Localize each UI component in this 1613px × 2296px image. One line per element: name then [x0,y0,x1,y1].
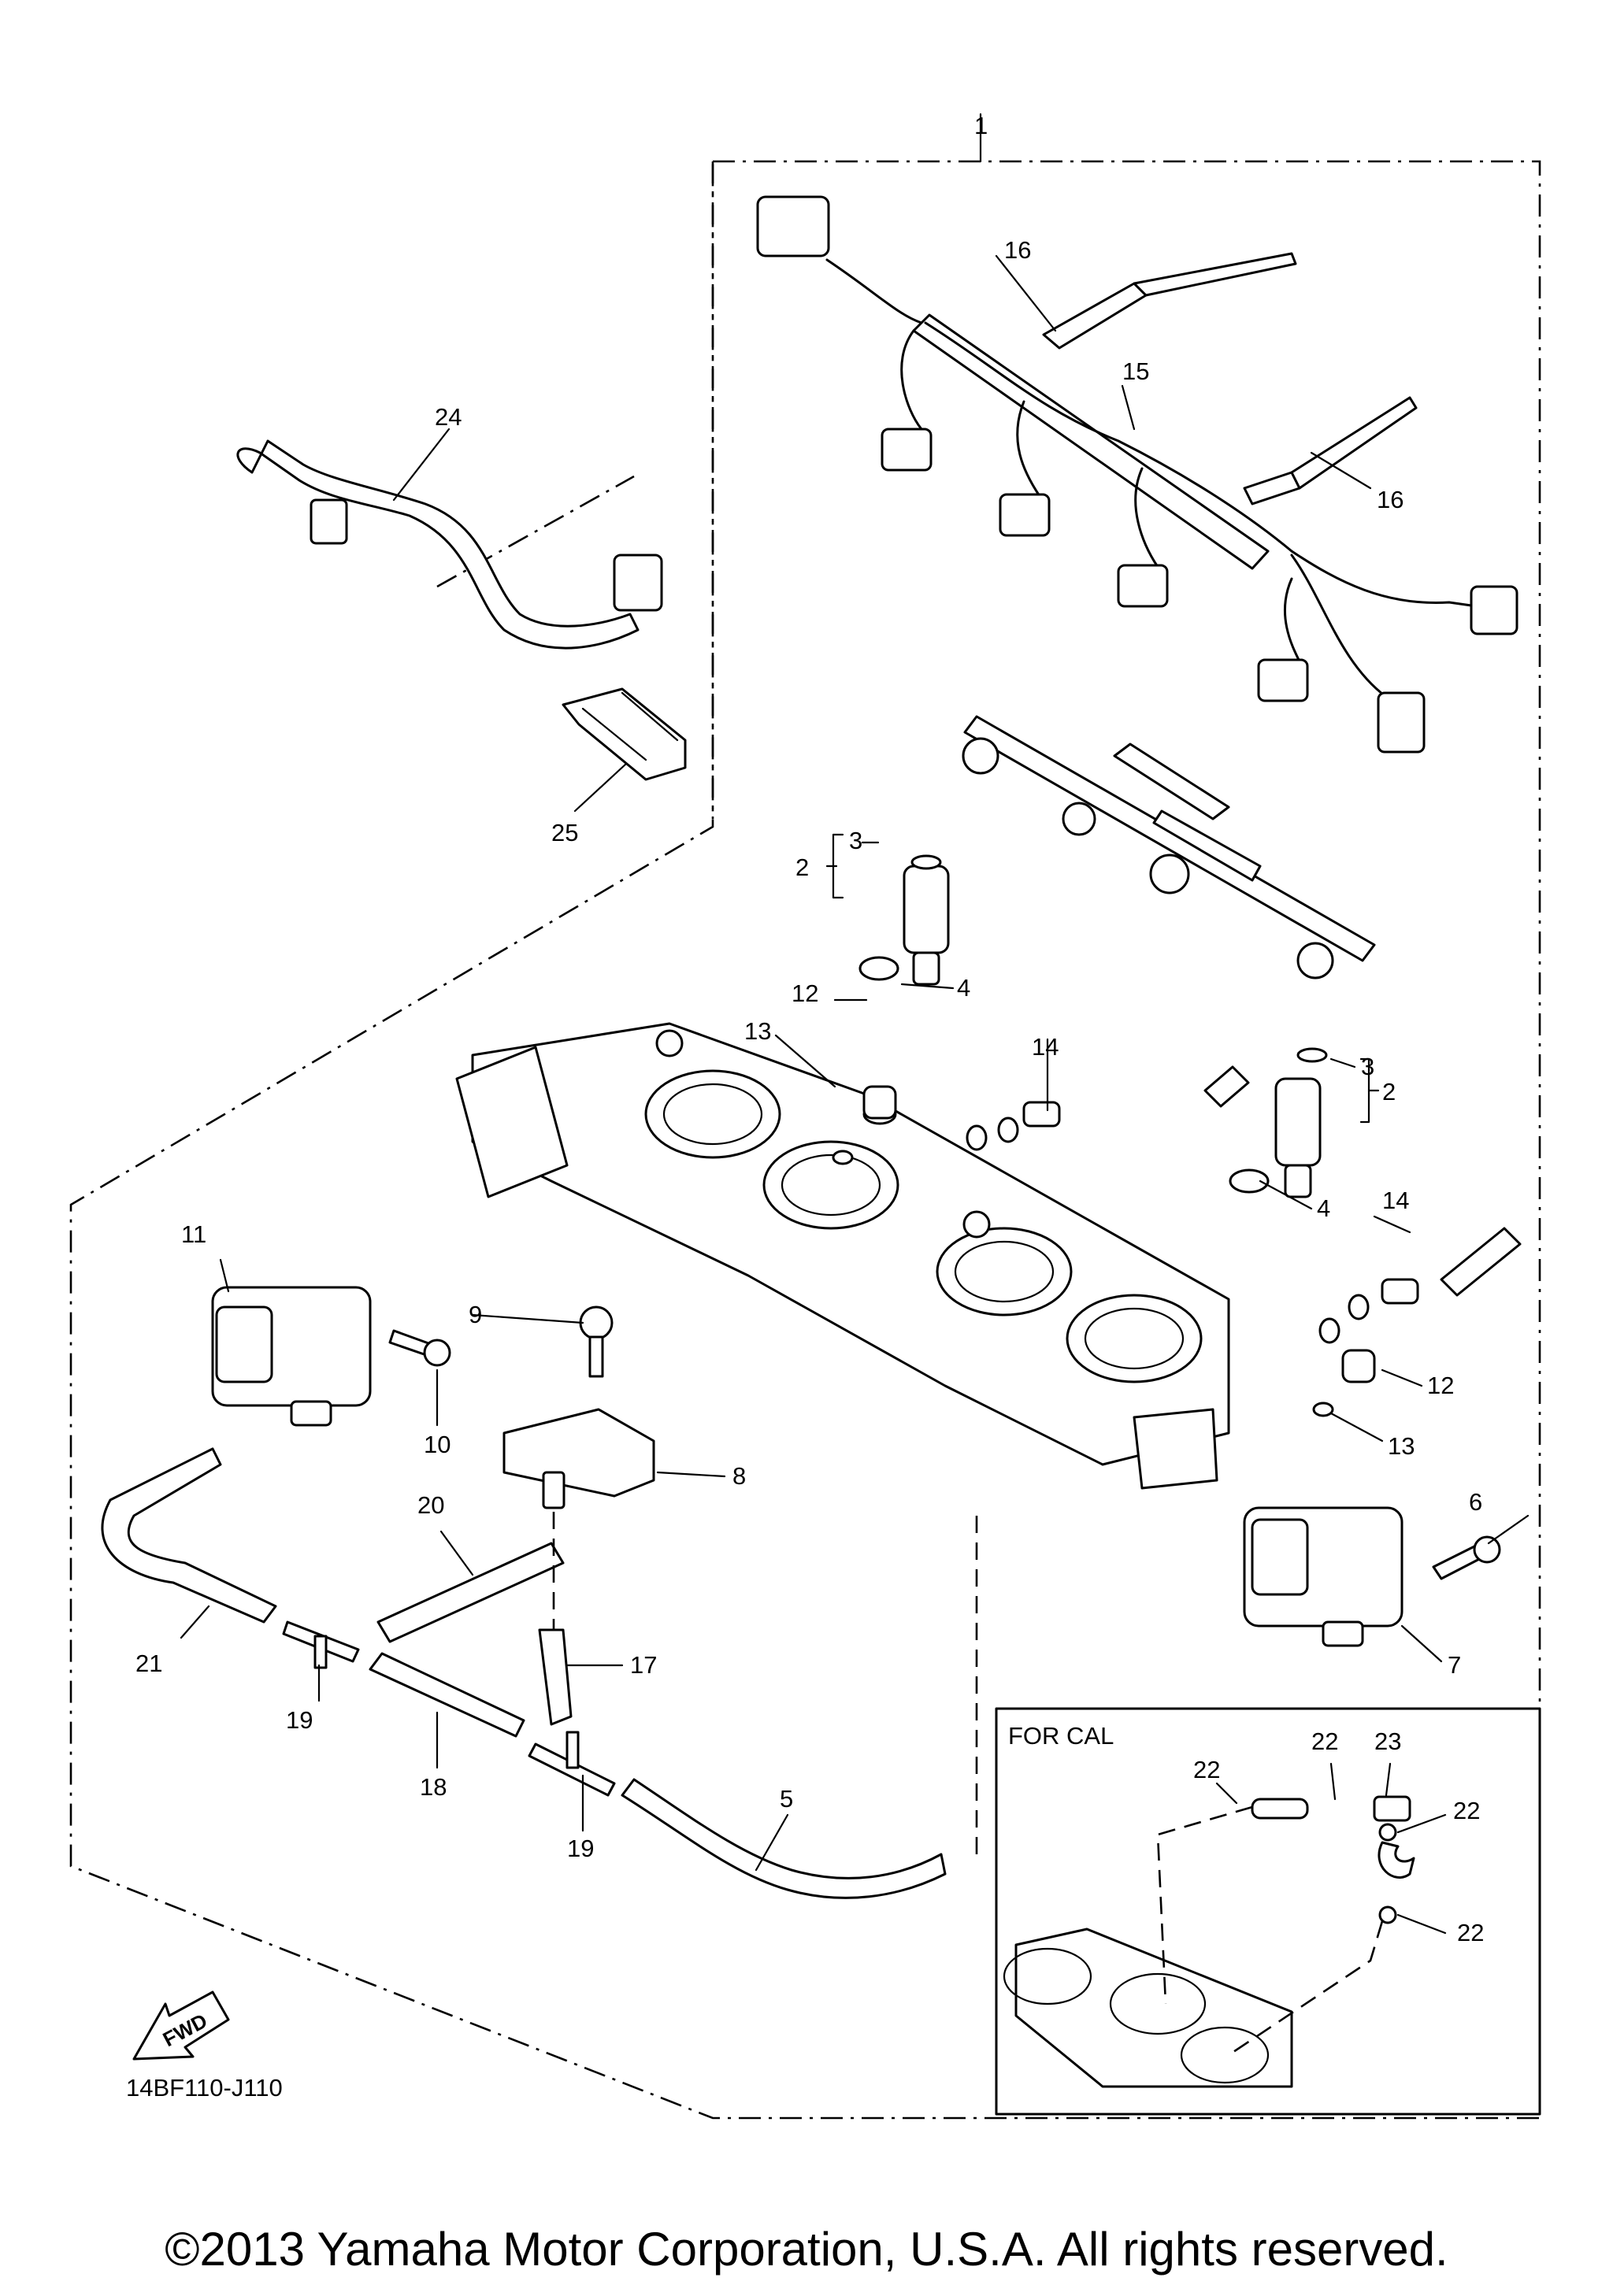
hose-17 [538,1628,573,1726]
callout-12: 12 [792,980,818,1007]
callout-14: 14 [1032,1033,1059,1061]
injector-right [1229,1047,1328,1198]
screw-6 [1432,1535,1501,1580]
callout-12: 12 [1427,1372,1454,1399]
callout-5: 5 [780,1785,793,1813]
o-ring-icon [1296,1047,1328,1063]
callout-8: 8 [732,1462,746,1490]
cap-12-upper [862,1085,897,1125]
inset-title: FOR CAL [1008,1722,1114,1750]
hose-21 [101,1447,277,1624]
hose-fitting-icon [310,498,348,545]
joint-19-upper [282,1620,360,1669]
hose-fitting-icon [613,554,663,612]
callout-18: 18 [420,1773,447,1801]
harness-main-connector-icon [756,195,830,257]
callout-leader-25 [573,762,628,813]
sensor-right [1243,1506,1403,1647]
fwd-arrow-icon: FWD [132,1990,230,2061]
hose-18 [369,1652,525,1738]
callout-3: 3 [1361,1053,1374,1080]
callout-16: 16 [1004,236,1031,264]
seal-icon [1229,1168,1270,1194]
bolt-9 [579,1305,614,1378]
fuel-rail [962,715,1376,980]
cable-tie-upper [1042,252,1297,350]
callout-22: 22 [1311,1728,1338,1755]
callout-2: 2 [795,854,809,881]
joint-19-lower [528,1731,616,1797]
pressure-sensor [502,1408,655,1509]
harness-connector-icon [881,428,933,472]
callout-11: 11 [181,1220,206,1248]
inset-hose-icon [1251,1798,1309,1820]
callout-24: 24 [435,403,462,431]
cap-12-lower [1341,1349,1376,1383]
callout-19: 19 [567,1835,594,1862]
throttle-body [455,1022,1230,1490]
callout-15: 15 [1122,357,1149,385]
callout-22: 22 [1457,1919,1484,1946]
cable-tie-lower [1243,396,1418,505]
hose-20 [376,1542,565,1643]
callout-labels: 1 16 15 16 24 25 3 2 4 12 13 14 3 2 4 14… [135,112,1484,1946]
callout-14: 14 [1382,1187,1409,1214]
hose-5 [621,1778,947,1899]
callout-2: 2 [1382,1078,1396,1105]
callout-19: 19 [286,1706,313,1734]
clip-13-lower [1312,1402,1334,1417]
harness-connector-icon [1257,658,1309,702]
callout-9: 9 [469,1301,482,1328]
leader-lines [180,254,1530,1872]
callout-22: 22 [1193,1756,1220,1783]
callout-4: 4 [1317,1194,1330,1222]
copyright-notice: ©2013 Yamaha Motor Corporation, U.S.A. A… [165,2223,1448,2276]
inset-panel: FOR CAL [995,1707,1541,2116]
screw-10 [388,1329,451,1367]
plug-14-lower [1318,1227,1522,1344]
group-outline-main [69,160,1541,2120]
callout-17: 17 [630,1651,657,1679]
harness-end-connector-icon [1470,585,1518,635]
o-ring-icon [910,854,942,870]
harness-end-connector-icon [1377,691,1426,754]
wire-harness [756,195,1518,754]
callout-13: 13 [1388,1432,1415,1460]
plug-14-upper [966,1065,1250,1151]
group-outline-hose [436,475,635,588]
callout-10: 10 [424,1431,451,1458]
callout-3: 3 [849,827,862,854]
hose-clamp [562,687,687,781]
callout-22: 22 [1453,1797,1480,1824]
callout-20: 20 [417,1491,444,1519]
callout-4: 4 [957,974,970,1002]
callout-7: 7 [1448,1651,1461,1679]
callout-21: 21 [135,1650,162,1677]
callout-25: 25 [551,819,578,846]
callout-6: 6 [1469,1488,1482,1516]
callout-16: 16 [1377,486,1403,513]
callout-1: 1 [974,112,988,139]
harness-connector-icon [1117,564,1169,608]
callout-13: 13 [744,1017,771,1045]
sensor-left [211,1286,372,1427]
injector-left [858,854,950,986]
inset-joint-icon [1373,1795,1411,1822]
hose-assembly [236,439,663,650]
diagram-code: 14BF110-J110 [126,2074,283,2102]
clip-13-upper [832,1150,854,1165]
harness-connector-icon [999,493,1051,537]
callout-23: 23 [1374,1728,1401,1755]
seal-icon [858,956,899,981]
